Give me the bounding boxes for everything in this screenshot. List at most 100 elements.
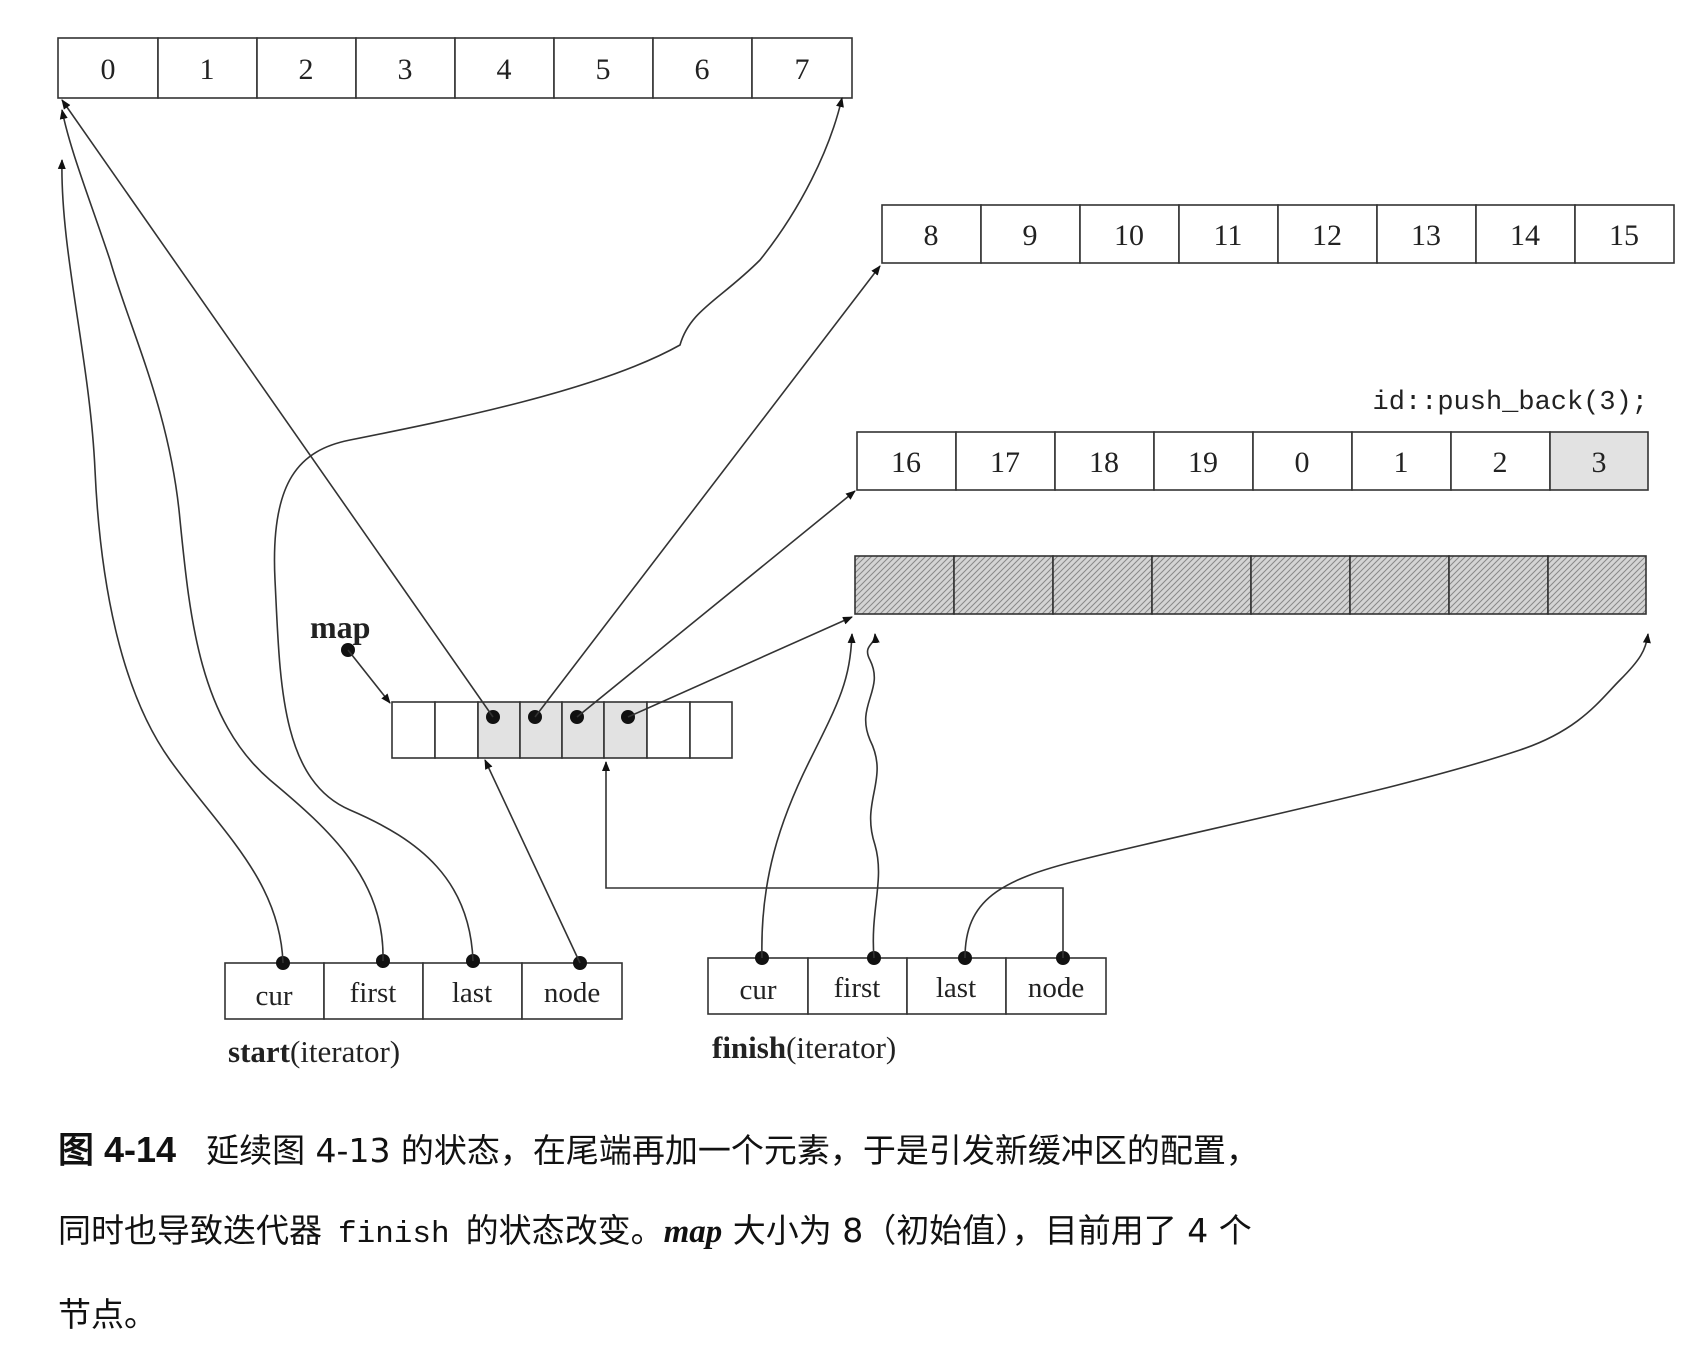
buffer-value: 9 <box>1023 219 1038 252</box>
caption-text-2c: 大小为 8（初始值），目前用了 4 个 <box>732 1211 1252 1250</box>
buffer-value: 12 <box>1312 219 1342 252</box>
buffer-value: 2 <box>299 53 314 86</box>
finish-node-arrow <box>602 761 1064 958</box>
buffer-cell-empty <box>1052 555 1153 615</box>
buffer-cell-empty <box>854 555 955 615</box>
finish-type: (iterator) <box>786 1030 896 1065</box>
map-slot <box>391 701 436 759</box>
finish-last-arrow <box>964 633 1651 959</box>
buffer-cell <box>1054 431 1155 491</box>
buffer-value: 17 <box>990 446 1020 479</box>
start-iterator-label: start(iterator) <box>228 1034 400 1069</box>
buffer-value: 16 <box>891 446 921 479</box>
buffer-cell-empty <box>1250 555 1351 615</box>
buffer-value: 13 <box>1411 219 1441 252</box>
buffer-value: 7 <box>795 53 810 86</box>
caption-text-1: 延续图 4-13 的状态，在尾端再加一个元素，于是引发新缓冲区的配置， <box>206 1131 1259 1170</box>
buffer-value: 5 <box>596 53 611 86</box>
buffer-value: 0 <box>101 53 116 86</box>
iterator-field-label: cur <box>255 980 292 1012</box>
buffer-value: 14 <box>1510 219 1540 252</box>
iterator-field-label: last <box>452 977 492 1009</box>
map-slot <box>434 701 479 759</box>
caption-italic: map <box>663 1214 723 1250</box>
buffer-value: 11 <box>1214 219 1243 252</box>
iterator-field-label: cur <box>739 974 776 1006</box>
iterator-field-label: last <box>936 972 976 1004</box>
iterator-field <box>224 962 325 1020</box>
buffer-value: 1 <box>1394 446 1409 479</box>
finish-name: finish <box>712 1030 786 1065</box>
buffer-cell <box>454 37 555 99</box>
buffer-value: 3 <box>1592 446 1607 479</box>
buffer-value: 2 <box>1493 446 1508 479</box>
buffer-value: 1 <box>200 53 215 86</box>
finish-cur-arrow <box>761 633 856 959</box>
start-cur-arrow <box>57 159 284 964</box>
iterator-field-label: node <box>544 977 600 1009</box>
map-slot-used <box>477 701 521 759</box>
buffer-cell <box>1376 204 1477 264</box>
buffer-cell <box>751 37 853 99</box>
buffer-cell <box>955 431 1056 491</box>
buffer-2: 8 9 10 11 12 13 14 15 <box>881 204 1675 264</box>
start-last-arrow <box>273 97 844 962</box>
buffer-cell <box>256 37 357 99</box>
map-to-buffer4-arrow <box>627 616 853 718</box>
start-node-arrow <box>484 759 581 964</box>
buffer-cell <box>1351 431 1452 491</box>
map-pointer-arrow <box>347 649 391 704</box>
buffer-cell <box>57 37 159 99</box>
map-slot-used <box>519 701 563 759</box>
buffer-1: 0 1 2 3 4 5 6 7 <box>57 37 853 99</box>
iterator-field <box>422 962 523 1020</box>
buffer-cell-empty <box>953 555 1054 615</box>
map-to-buffer3-arrow <box>576 490 856 718</box>
buffer-cell <box>1450 431 1551 491</box>
buffer-value: 15 <box>1609 219 1639 252</box>
buffer-4-new <box>854 555 1647 615</box>
caption-line-3: 节点。 <box>58 1275 1618 1355</box>
buffer-cell-empty <box>1151 555 1252 615</box>
buffer-cell <box>1252 431 1353 491</box>
buffer-cell <box>553 37 654 99</box>
buffer-value: 8 <box>924 219 939 252</box>
buffer-cell <box>652 37 753 99</box>
buffer-cell <box>1178 204 1279 264</box>
buffer-cell-empty <box>1448 555 1549 615</box>
start-name: start <box>228 1034 291 1069</box>
map-array <box>391 701 733 759</box>
iterator-field <box>323 962 424 1020</box>
buffer-cell <box>980 204 1081 264</box>
buffer-value: 6 <box>695 53 710 86</box>
iterator-field <box>521 962 623 1020</box>
caption-text-3: 节点。 <box>58 1295 157 1334</box>
buffer-value: 3 <box>398 53 413 86</box>
push-back-label: id::push_back(3); <box>1373 388 1648 418</box>
map-label: map <box>310 609 370 645</box>
buffer-value: 19 <box>1188 446 1218 479</box>
iterator-field-label: first <box>834 972 881 1004</box>
buffer-cell <box>1574 204 1675 264</box>
buffer-cell-empty <box>1547 555 1647 615</box>
buffer-value: 10 <box>1114 219 1144 252</box>
buffer-cell-new <box>1549 431 1649 491</box>
buffer-cell <box>1277 204 1378 264</box>
buffer-cell <box>1153 431 1254 491</box>
iterator-field <box>906 957 1007 1015</box>
start-type: (iterator) <box>290 1034 400 1069</box>
map-slot <box>646 701 691 759</box>
finish-iterator-label: finish(iterator) <box>712 1030 896 1065</box>
map-to-buffer1-arrow <box>61 99 494 718</box>
iterator-field <box>707 957 809 1015</box>
caption-text-2b: 的状态改变。 <box>465 1211 664 1250</box>
buffer-value: 0 <box>1295 446 1310 479</box>
finish-first-arrow <box>864 633 880 959</box>
map-slot-used <box>561 701 605 759</box>
caption-code: finish <box>338 1217 450 1252</box>
buffer-value: 18 <box>1089 446 1119 479</box>
map-slot <box>689 701 733 759</box>
buffer-cell <box>157 37 258 99</box>
